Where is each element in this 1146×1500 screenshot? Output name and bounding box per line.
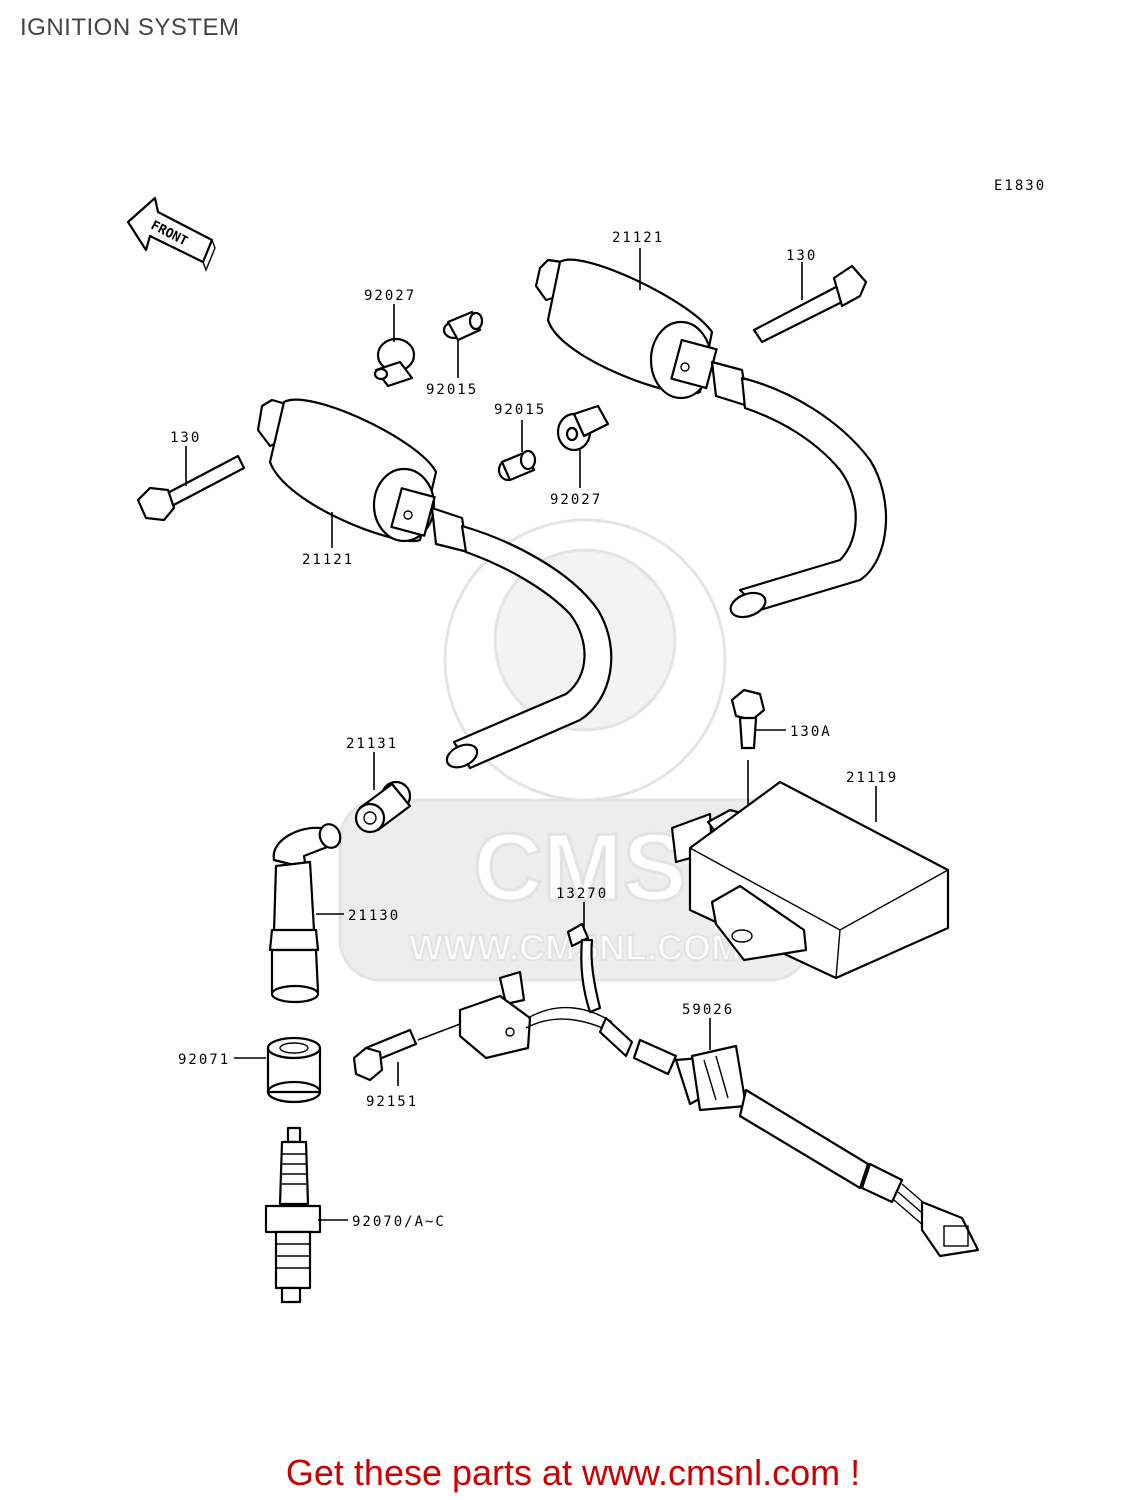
callout-bushing-left: 92015 [426, 382, 478, 398]
plug-seal [266, 1036, 322, 1104]
promo-link[interactable]: Get these parts at www.cmsnl.com ! [285, 1452, 861, 1493]
igniter-bolt [730, 688, 766, 750]
callout-seal: 92071 [178, 1052, 230, 1068]
callout-collar-left: 92027 [364, 288, 416, 304]
bushing-right [497, 449, 537, 482]
igniter-unit [670, 780, 950, 980]
callout-coil-upper: 21121 [612, 230, 664, 246]
collar-left [373, 337, 416, 388]
bolt-upper [752, 264, 868, 344]
page-title: IGNITION SYSTEM [20, 14, 240, 41]
watermark-brand: CMS [473, 814, 686, 921]
callout-cap-nut: 21131 [346, 736, 398, 752]
ignition-coil-lower [256, 398, 613, 770]
clamp [566, 922, 602, 1014]
bolt-left [136, 454, 246, 522]
ignition-system-diagram: CMS WWW.CMSNL.COM E1830 FRONT 21121 130 … [126, 178, 1046, 1304]
callout-spark-plug: 92070/A~C [352, 1214, 446, 1230]
pickup-screw [352, 1028, 418, 1082]
callout-bushing-right: 92015 [494, 402, 546, 418]
callout-bolt-left: 130 [170, 430, 201, 446]
callout-igniter-bolt: 130A [790, 724, 832, 740]
reference-code: E1830 [994, 178, 1046, 194]
cap-nut [354, 780, 412, 834]
wire-harness [632, 1038, 980, 1258]
callout-screw: 92151 [366, 1094, 418, 1110]
ignition-coil-upper [534, 258, 888, 619]
bushing-left [442, 310, 484, 342]
spark-plug [264, 1126, 322, 1304]
callout-bolt-upper: 130 [786, 248, 817, 264]
callout-plug-cap: 21130 [348, 908, 400, 924]
front-arrow-icon: FRONT [126, 196, 216, 272]
callout-igniter: 21119 [846, 770, 898, 786]
collar-right [556, 404, 610, 452]
callout-grommet: 59026 [682, 1002, 734, 1018]
pickup-coil [458, 970, 634, 1060]
spark-plug-cap [268, 823, 342, 1004]
callout-collar-right: 92027 [550, 492, 602, 508]
callout-coil-lower: 21121 [302, 552, 354, 568]
callout-clamp: 13270 [556, 886, 608, 902]
